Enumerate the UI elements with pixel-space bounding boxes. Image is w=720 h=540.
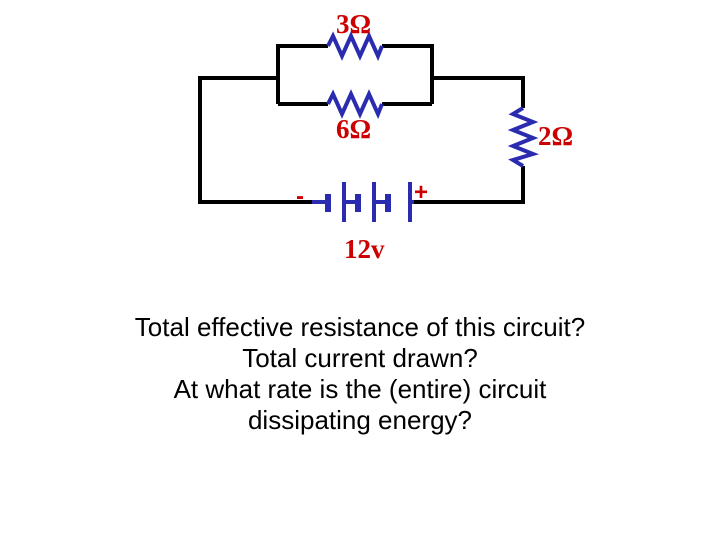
- resistors: [326, 31, 540, 168]
- wire-left-loop: [198, 76, 312, 204]
- resistor-6-ohm: [326, 89, 384, 120]
- labels: 3Ω 6Ω 2Ω 12v - +: [296, 9, 573, 264]
- resistor-2-ohm-label: 2Ω: [538, 121, 573, 151]
- question-line-1: Total effective resistance of this circu…: [134, 312, 586, 342]
- question-text: Total effective resistance of this circu…: [0, 312, 720, 436]
- wire-top-branch: [276, 44, 328, 104]
- question-line-3: At what rate is the (entire) circuit: [173, 374, 547, 404]
- wire-top-branch-right: [382, 44, 434, 104]
- wires: [198, 44, 525, 204]
- resistor-3-ohm: [326, 31, 384, 62]
- wire-right-top: [432, 76, 525, 108]
- resistor-3-ohm-label: 3Ω: [336, 9, 371, 39]
- circuit-diagram: 3Ω 6Ω 2Ω 12v - +: [198, 9, 573, 264]
- question-line-4: dissipating energy?: [247, 405, 473, 435]
- battery-minus-sign: -: [296, 183, 304, 210]
- battery-plus-sign: +: [414, 179, 428, 206]
- battery: [312, 182, 414, 222]
- question-line-2: Total current drawn?: [242, 343, 478, 373]
- battery-voltage-label: 12v: [344, 234, 385, 264]
- resistor-2-ohm: [507, 106, 540, 168]
- wire-right-bottom: [412, 166, 525, 204]
- resistor-6-ohm-label: 6Ω: [336, 114, 371, 144]
